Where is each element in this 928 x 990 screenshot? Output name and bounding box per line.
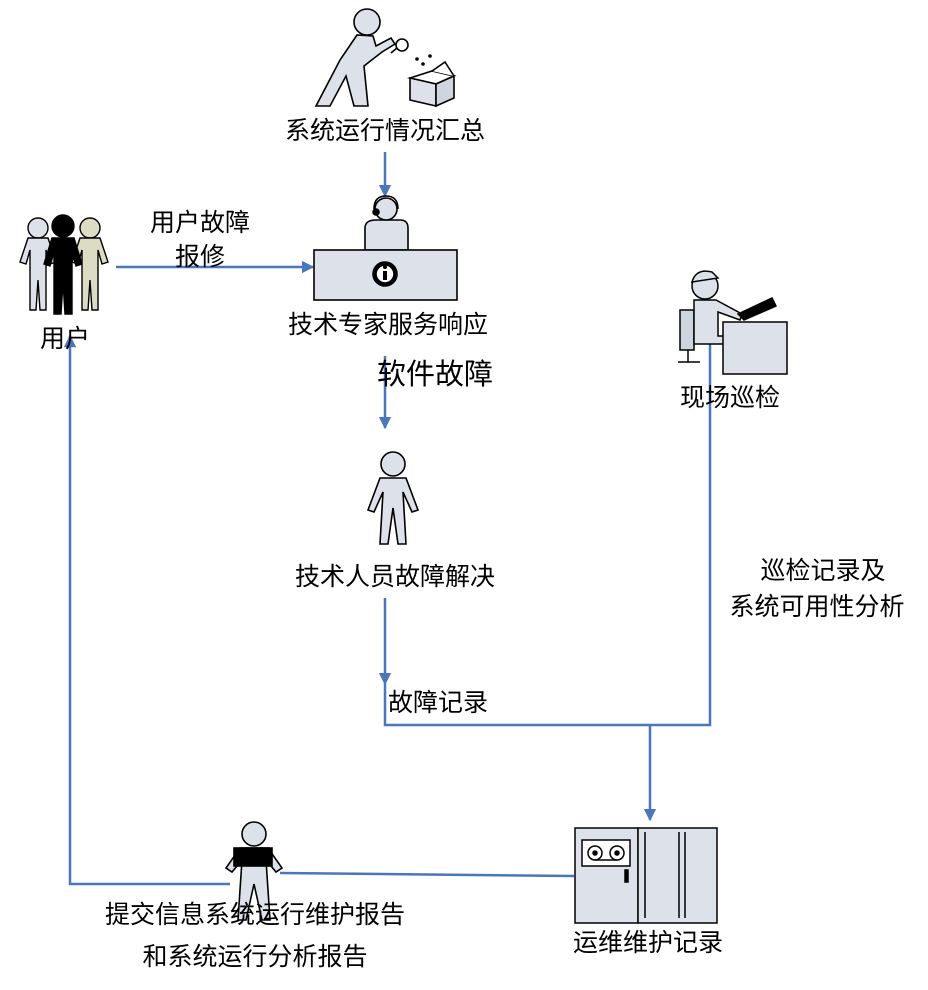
line-maintenance-to-report xyxy=(279,871,575,878)
report-label-line2: 和系统运行分析报告 xyxy=(142,942,368,971)
line-fault-record-joint xyxy=(383,344,712,727)
arrow-report-to-users xyxy=(63,334,230,886)
connectors xyxy=(63,152,712,886)
person-with-document-icon xyxy=(224,821,284,921)
person-searching-box-icon xyxy=(314,8,457,108)
software-fault-label: 软件故障 xyxy=(376,357,493,391)
inspection-record-label-line2: 系统可用性分析 xyxy=(729,592,905,621)
user-report-label-line1: 用户故障 xyxy=(149,208,250,237)
user-group-icon xyxy=(19,214,109,315)
inspection-label: 现场巡检 xyxy=(679,383,780,412)
expert-label: 技术专家服务响应 xyxy=(287,310,488,339)
technician-label: 技术人员故障解决 xyxy=(294,562,495,591)
users-label: 用户 xyxy=(39,324,90,353)
user-report-label-line2: 报修 xyxy=(174,242,225,271)
worker-at-desk-icon xyxy=(678,270,788,375)
inspection-record-label-line1: 巡检记录及 xyxy=(760,556,886,585)
maintenance-label: 运维维护记录 xyxy=(572,928,723,957)
fault-record-label: 故障记录 xyxy=(387,688,488,717)
server-cabinet-icon xyxy=(574,827,718,924)
help-desk-operator-icon xyxy=(313,195,458,301)
report-label-line1: 提交信息系统运行维护报告 xyxy=(104,900,405,929)
summary-label: 系统运行情况汇总 xyxy=(284,116,485,145)
person-icon xyxy=(366,451,420,545)
